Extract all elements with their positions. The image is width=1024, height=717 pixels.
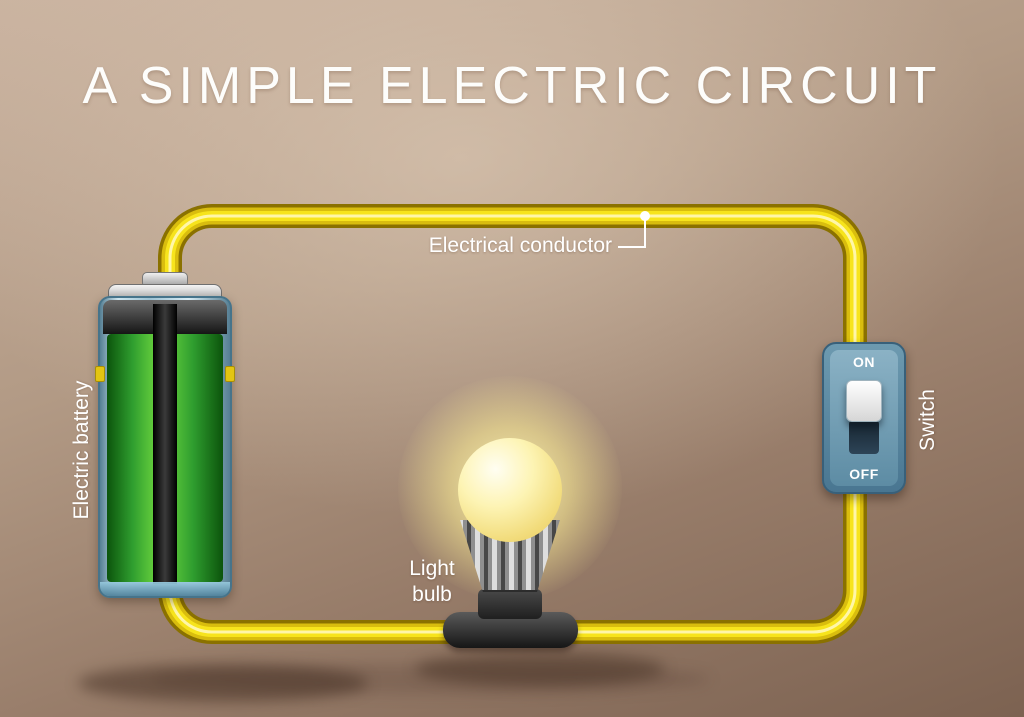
- conductor-pointer-line-h: [618, 246, 646, 248]
- switch-slot: [849, 420, 879, 454]
- bulb-neck: [478, 589, 542, 619]
- battery-shadow: [78, 664, 368, 702]
- conductor-pointer-line-v: [644, 220, 646, 248]
- battery-bottom-band: [100, 582, 230, 596]
- conductor-label: Electrical conductor: [428, 234, 612, 257]
- bulb-shadow: [415, 652, 665, 686]
- ground-shadow: [150, 664, 710, 694]
- switch-toggle[interactable]: [846, 380, 882, 422]
- conductor-pointer-dot: [640, 211, 650, 221]
- switch: ON OFF: [822, 342, 906, 494]
- battery-contact-right: [225, 366, 235, 382]
- battery: [95, 272, 235, 598]
- switch-on-label: ON: [853, 354, 875, 370]
- bulb-label: Light bulb: [382, 556, 482, 608]
- page-title: A SIMPLE ELECTRIC CIRCUIT: [82, 57, 942, 115]
- bulb-label-line1: Light: [409, 557, 455, 580]
- switch-off-label: OFF: [849, 466, 879, 482]
- bulb-globe: [458, 438, 562, 542]
- switch-label: Switch: [916, 389, 939, 451]
- bulb-label-line2: bulb: [412, 583, 452, 606]
- battery-label: Electric battery: [70, 380, 93, 520]
- battery-electrode-stripe: [153, 304, 177, 584]
- battery-contact-left: [95, 366, 105, 382]
